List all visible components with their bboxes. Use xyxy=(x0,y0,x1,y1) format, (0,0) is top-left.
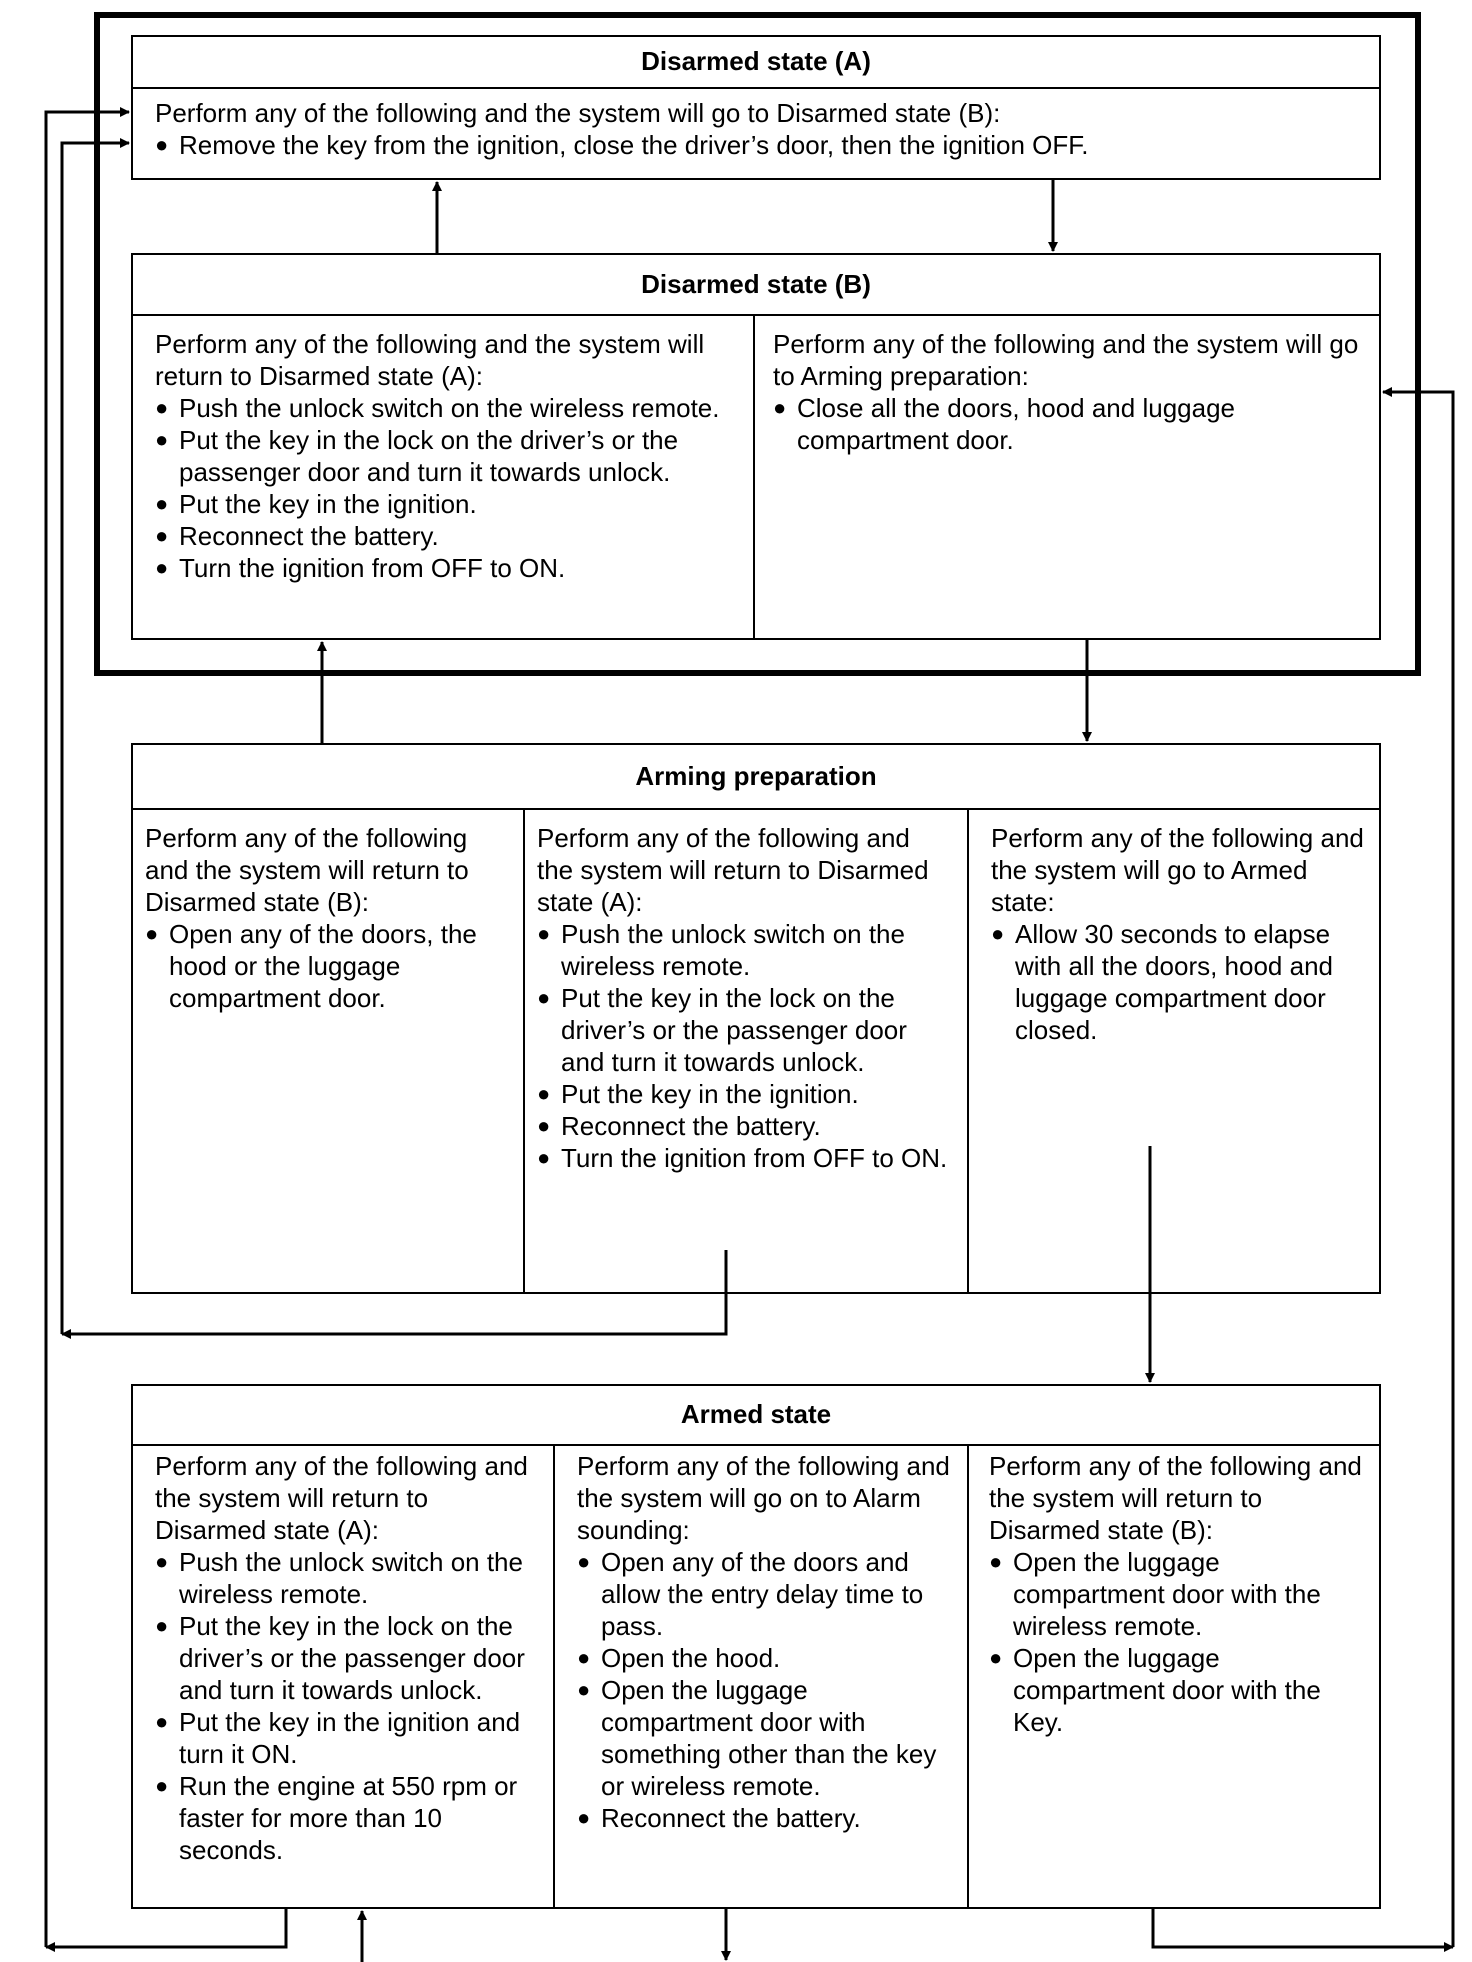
disarmed-state-b-left-column: Perform any of the following and the sys… xyxy=(133,314,753,638)
bullet-icon: ● xyxy=(155,132,169,157)
bullet-icon: ● xyxy=(537,985,551,1010)
arrow-left-loop-outer xyxy=(44,107,130,1947)
disarmed-group-frame xyxy=(94,12,1421,676)
disarmed-state-b-left-intro: Perform any of the following and the sys… xyxy=(155,329,705,391)
list-item: ●Put the key in the ignition. xyxy=(537,1079,859,1109)
bullet-icon: ● xyxy=(155,555,169,580)
arming-preparation-col2: Perform any of the following and the sys… xyxy=(523,808,967,1292)
list-item: ●Allow 30 seconds to elapse with all the… xyxy=(991,919,1333,1045)
list-item: ●Open the hood. xyxy=(577,1643,781,1673)
bullet-icon: ● xyxy=(577,1645,591,1670)
bullet-icon: ● xyxy=(577,1549,591,1574)
arrow-armed-to-disarmed-a-bottom xyxy=(45,1909,288,1952)
arming-preparation-title: Arming preparation xyxy=(133,745,1379,810)
list-item: ●Put the key in the ignition and turn it… xyxy=(155,1707,521,1769)
list-item: ●Put the key in the lock on the driver’s… xyxy=(537,983,907,1077)
disarmed-state-b-right-column: Perform any of the following and the sys… xyxy=(753,314,1379,638)
list-item: ●Run the engine at 550 rpm or faster for… xyxy=(155,1771,518,1865)
armed-state-title: Armed state xyxy=(133,1386,1379,1446)
list-item: ●Reconnect the battery. xyxy=(577,1803,861,1833)
armed-state-col1: Perform any of the following and the sys… xyxy=(133,1444,553,1907)
disarmed-state-b-title: Disarmed state (B) xyxy=(133,255,1379,316)
disarmed-state-a-box: Disarmed state (A) Perform any of the fo… xyxy=(131,35,1381,180)
armed-state-box: Armed state Perform any of the following… xyxy=(131,1384,1381,1909)
list-item: ●Close all the doors, hood and luggage c… xyxy=(773,393,1235,455)
bullet-icon: ● xyxy=(155,1549,169,1574)
list-item: ●Open the luggage compartment door with … xyxy=(989,1547,1321,1641)
bullet-icon: ● xyxy=(155,491,169,516)
bullet-icon: ● xyxy=(989,1549,1003,1574)
arming-preparation-box: Arming preparation Perform any of the fo… xyxy=(131,743,1381,1294)
list-item: ●Push the unlock switch on the wireless … xyxy=(155,393,720,423)
list-item: ●Push the unlock switch on the wireless … xyxy=(537,919,905,981)
list-item: ●Open the luggage compartment door with … xyxy=(577,1675,937,1801)
bullet-icon: ● xyxy=(989,1645,1003,1670)
bullet-icon: ● xyxy=(145,921,159,946)
disarmed-state-a-intro: Perform any of the following and the sys… xyxy=(155,98,1001,128)
list-item: ●Push the unlock switch on the wireless … xyxy=(155,1547,523,1609)
bullet-icon: ● xyxy=(155,523,169,548)
list-item: ●Turn the ignition from OFF to ON. xyxy=(537,1143,948,1173)
list-item: ●Reconnect the battery. xyxy=(537,1111,821,1141)
bullet-icon: ● xyxy=(577,1677,591,1702)
disarmed-state-a-title: Disarmed state (A) xyxy=(133,37,1379,89)
armed-state-col3: Perform any of the following and the sys… xyxy=(967,1444,1379,1907)
arrow-left-loop-inner xyxy=(60,138,130,1334)
arming-preparation-col3: Perform any of the following and the sys… xyxy=(967,808,1379,1292)
list-item: ●Open any of the doors and allow the ent… xyxy=(577,1547,924,1641)
list-item: ● Remove the key from the ignition, clos… xyxy=(155,130,1089,160)
arming-preparation-col1: Perform any of the following and the sys… xyxy=(133,808,523,1292)
arrow-right-loop xyxy=(1382,387,1455,1947)
bullet-icon: ● xyxy=(155,1613,169,1638)
armed-state-col2: Perform any of the following and the sys… xyxy=(553,1444,967,1907)
bullet-icon: ● xyxy=(155,427,169,452)
bullet-icon: ● xyxy=(537,921,551,946)
bullet-icon: ● xyxy=(577,1805,591,1830)
list-item: ●Put the key in the ignition. xyxy=(155,489,477,519)
arrow-arming-to-disarmed-a xyxy=(61,1250,728,1339)
list-item: ●Put the key in the lock on the driver’s… xyxy=(155,1611,525,1705)
disarmed-state-b-box: Disarmed state (B) Perform any of the fo… xyxy=(131,253,1381,640)
list-item: ●Open the luggage compartment door with … xyxy=(989,1643,1321,1737)
disarmed-state-b-right-intro: Perform any of the following and the sys… xyxy=(773,329,1359,391)
list-item: ●Open any of the doors, the hood or the … xyxy=(145,919,477,1013)
bullet-icon: ● xyxy=(537,1081,551,1106)
list-item: ●Reconnect the battery. xyxy=(155,521,439,551)
list-item: ●Put the key in the lock on the driver’s… xyxy=(155,425,679,487)
bullet-icon: ● xyxy=(537,1113,551,1138)
bullet-icon: ● xyxy=(155,395,169,420)
bullet-icon: ● xyxy=(991,921,1005,946)
bullet-icon: ● xyxy=(155,1709,169,1734)
bullet-icon: ● xyxy=(773,395,787,420)
list-item: ●Turn the ignition from OFF to ON. xyxy=(155,553,566,583)
bullet-icon: ● xyxy=(537,1145,551,1170)
arrow-armed-to-disarmed-b-bottom xyxy=(1151,1909,1454,1952)
bullet-icon: ● xyxy=(155,1773,169,1798)
